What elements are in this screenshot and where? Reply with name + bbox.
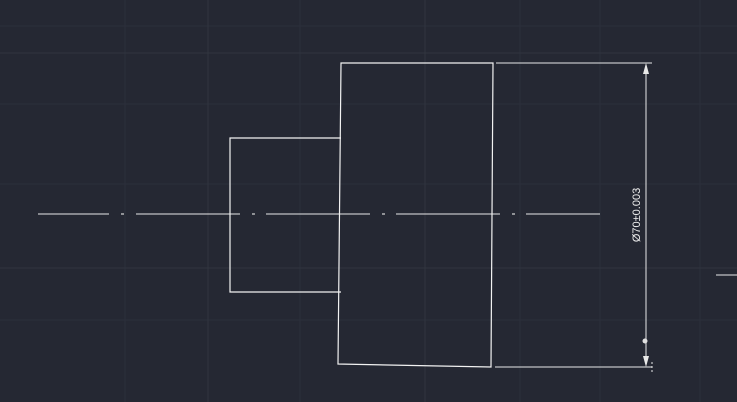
shaft-large-body[interactable] (337, 62, 494, 368)
crosshair-cursor-icon (651, 274, 737, 372)
grip-point-icon[interactable] (642, 338, 648, 344)
shaft-small-step[interactable] (229, 137, 341, 293)
arrow-top-icon (643, 63, 649, 74)
dimension-text: Ø70±0.003 (631, 188, 643, 242)
diameter-dimension[interactable]: Ø70±0.003 (495, 62, 652, 368)
arrow-bottom-icon (643, 356, 649, 367)
